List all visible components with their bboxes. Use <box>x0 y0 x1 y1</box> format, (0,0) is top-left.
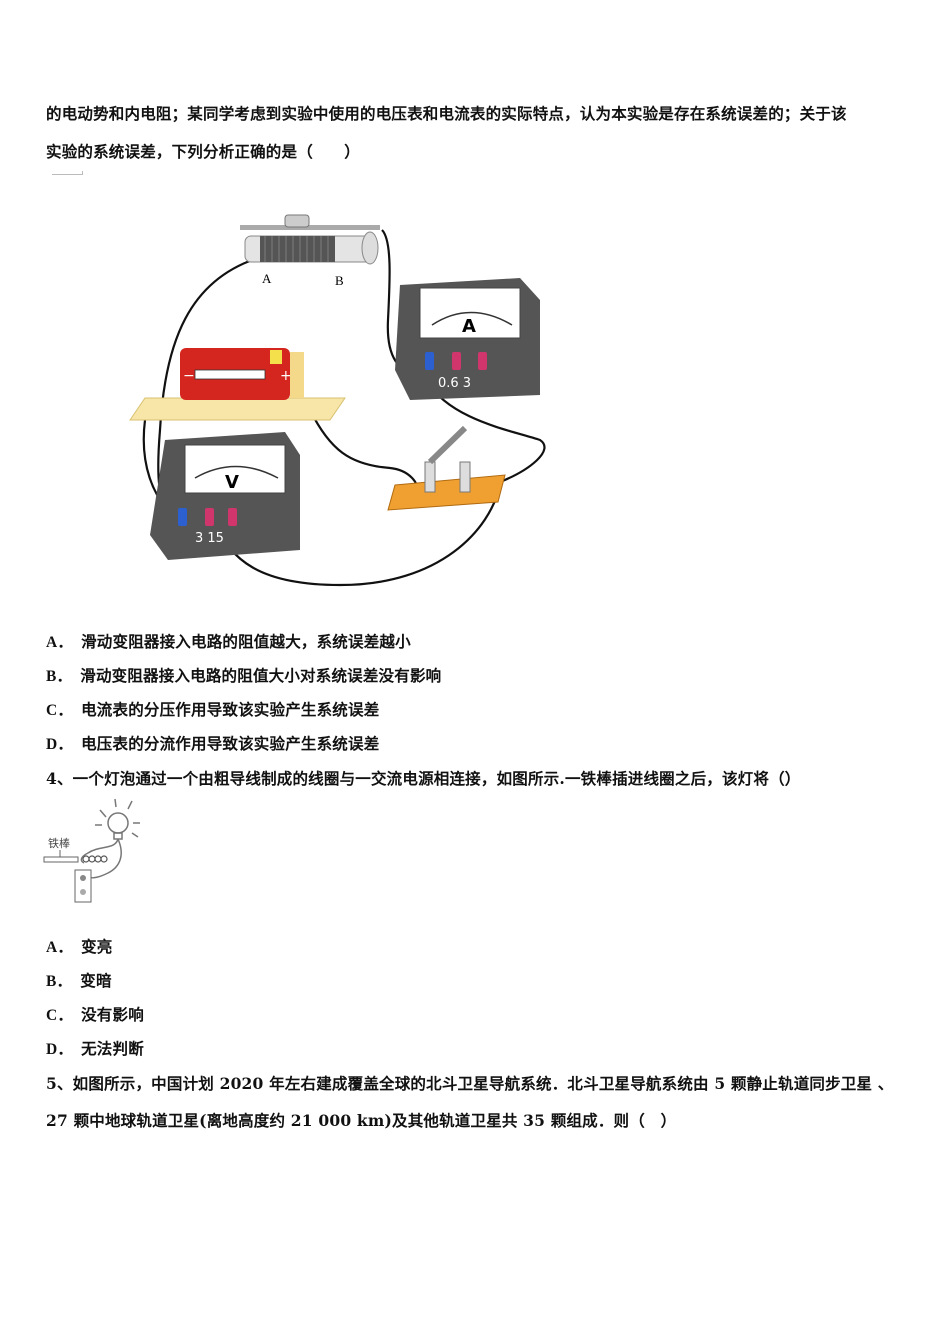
q4-option-d: D．无法判断 <box>46 1039 144 1058</box>
q3-option-c: C．电流表的分压作用导致该实验产生系统误差 <box>46 700 380 719</box>
ammeter-symbol: A <box>462 316 476 337</box>
q4-option-c: C．没有影响 <box>46 1005 144 1024</box>
voltmeter: V 3 15 <box>150 432 300 560</box>
q5-stem-line2: 27 颗中地球轨道卫星(离地高度约 21 000 km)及其他轨道卫星共 35 … <box>46 1111 677 1130</box>
iron-rod <box>43 856 79 863</box>
circuit-diagram: + − A B A 0.6 3 V <box>129 214 546 587</box>
q4-option-b: B．变暗 <box>46 971 112 990</box>
iron-rod-label: 铁棒 <box>48 836 70 850</box>
battery-plus-sign: + <box>280 368 292 384</box>
q3-stem-line2: 实验的系统误差，下列分析正确的是（ ） <box>46 142 361 161</box>
q3-stem-line1: 的电动势和内电阻；某同学考虑到实验中使用的电压表和电流表的实际特点，认为本实验是… <box>46 104 847 123</box>
ammeter: A 0.6 3 <box>395 278 540 400</box>
q4-option-a: A．变亮 <box>46 937 113 956</box>
ammeter-terminals-label: 0.6 3 <box>438 376 471 391</box>
q3-option-d: D．电压表的分流作用导致该实验产生系统误差 <box>46 734 380 753</box>
bulb-coil-figure: 铁棒 <box>43 798 140 903</box>
q3-option-b: B．滑动变阻器接入电路的阻值大小对系统误差没有影响 <box>46 666 442 685</box>
q4-stem: 4、一个灯泡通过一个由粗导线制成的线圈与一交流电源相连接，如图所示.一铁棒插进线… <box>46 769 801 788</box>
q3-option-a: A．滑动变阻器接入电路的阻值越大，系统误差越小 <box>46 632 411 651</box>
q5-stem-line1: 5、如图所示，中国计划 2020 年左右建成覆盖全球的北斗卫星导航系统．北斗卫星… <box>46 1074 894 1093</box>
voltmeter-terminals-label: 3 15 <box>195 531 224 546</box>
terminal-b-label: B <box>335 273 344 288</box>
terminal-a-label: A <box>262 271 272 286</box>
voltmeter-symbol: V <box>225 472 239 493</box>
stub-mark <box>52 171 83 175</box>
ac-socket <box>74 869 92 903</box>
rheostat: A B <box>240 214 380 288</box>
knife-switch <box>387 425 506 511</box>
battery-minus-sign: − <box>183 368 195 384</box>
battery-holder: + − <box>129 348 346 421</box>
